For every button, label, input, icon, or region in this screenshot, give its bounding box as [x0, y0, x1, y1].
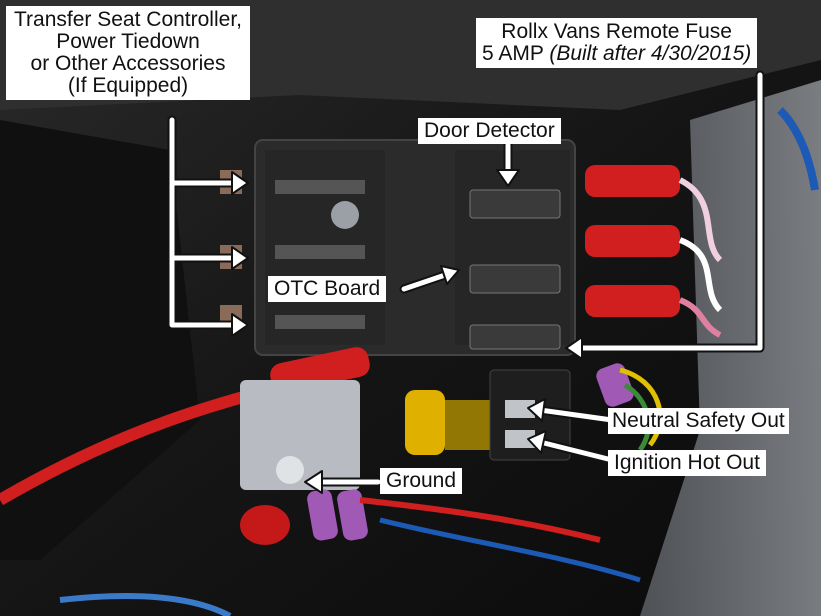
ground-block	[240, 380, 360, 490]
wire	[379, 517, 641, 583]
callout-door-detector: Door Detector	[418, 118, 561, 145]
fuse-slot	[275, 180, 365, 194]
fuse	[469, 264, 561, 294]
yellow-label	[445, 400, 495, 450]
fuse	[469, 189, 561, 219]
fuse-slot	[275, 315, 365, 329]
fuse	[469, 324, 561, 350]
callout-text: 5 AMP	[482, 42, 550, 66]
terminal-tab	[220, 170, 242, 194]
callout-line: (If Equipped)	[67, 74, 189, 98]
callout-line: Rollx Vans Remote Fuse	[501, 20, 732, 43]
callout-rollx-fuse: Rollx Vans Remote Fuse 5 AMP (Built afte…	[476, 18, 758, 69]
callout-ground: Ground	[380, 468, 463, 495]
wire	[359, 497, 601, 543]
mounting-screw	[331, 201, 359, 229]
red-grommet	[240, 505, 290, 545]
callout-ignition-hot-out: Ignition Hot Out	[608, 450, 766, 477]
callout-line: Transfer Seat Controller,	[14, 8, 242, 31]
wire	[59, 593, 232, 616]
terminal-tab	[220, 245, 242, 269]
callout-otc-board: OTC Board	[268, 276, 387, 303]
callout-line: 5 AMP (Built after 4/30/2015)	[482, 43, 751, 65]
fuse-box-right-bank	[455, 150, 570, 345]
fuse-slot	[275, 245, 365, 259]
callout-neutral-safety-out: Neutral Safety Out	[608, 408, 789, 435]
callout-line: Power Tiedown	[56, 30, 200, 54]
ground-bolt	[276, 456, 304, 484]
wire	[777, 107, 819, 191]
wire	[619, 367, 663, 447]
relay-terminal	[505, 430, 535, 448]
callout-italic-text: (Built after 4/30/2015)	[549, 42, 752, 66]
left-harness-shadow	[0, 120, 200, 560]
terminal-tab	[220, 305, 242, 329]
yellow-terminal	[405, 390, 445, 455]
callout-transfer-seat: Transfer Seat Controller, Power Tiedown …	[6, 6, 250, 101]
callout-line: or Other Accessories	[30, 52, 226, 76]
relay-terminal	[505, 400, 535, 418]
red-terminals	[585, 165, 680, 317]
purple-terminals	[307, 363, 634, 541]
